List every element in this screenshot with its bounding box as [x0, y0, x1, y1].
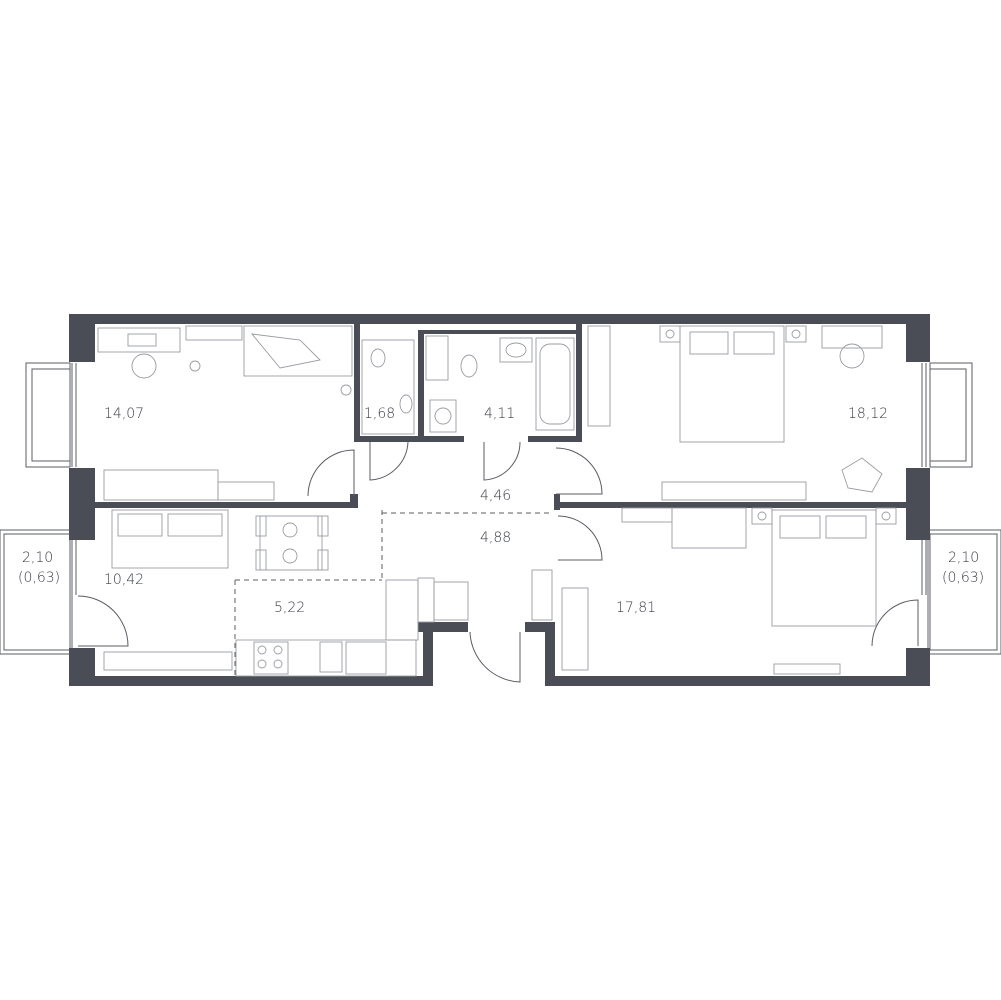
furniture-bedroom-top-right [587, 325, 883, 501]
exterior-walls [69, 314, 930, 686]
furniture-kitchen [235, 577, 469, 677]
area-hall-lower: 4,88 [480, 530, 511, 546]
doors [77, 441, 919, 683]
area-balcony-left-net: (0,63) [18, 570, 60, 586]
area-balcony-left: 2,10 [22, 550, 53, 566]
furniture-bathroom [425, 335, 575, 433]
area-bedroom-top-right: 18,12 [848, 406, 888, 422]
furniture-living-room [103, 509, 329, 671]
furniture-wc [361, 339, 415, 435]
window-left-top [25, 362, 77, 468]
furniture-hall [531, 569, 553, 621]
window-right-top [921, 362, 973, 468]
area-wc: 1,68 [364, 406, 395, 422]
area-living-room: 10,42 [104, 572, 144, 588]
furniture-bedroom-top-left [97, 325, 353, 501]
furniture-bedroom-bottom-right [561, 507, 897, 675]
room-labels: 14,07 1,68 4,11 18,12 4,46 4,88 10,42 5,… [18, 406, 984, 616]
area-bedroom-top-left: 14,07 [104, 406, 144, 422]
zone-lines [234, 510, 552, 676]
interior-walls [95, 324, 906, 510]
balcony-right [921, 529, 1001, 655]
area-kitchen: 5,22 [274, 600, 305, 616]
balcony-left [0, 529, 77, 655]
area-hall-upper: 4,46 [480, 488, 511, 504]
area-balcony-right-net: (0,63) [942, 570, 984, 586]
area-bedroom-bottom-right: 17,81 [616, 600, 656, 616]
area-balcony-right: 2,10 [948, 550, 979, 566]
area-bathroom: 4,11 [484, 406, 515, 422]
